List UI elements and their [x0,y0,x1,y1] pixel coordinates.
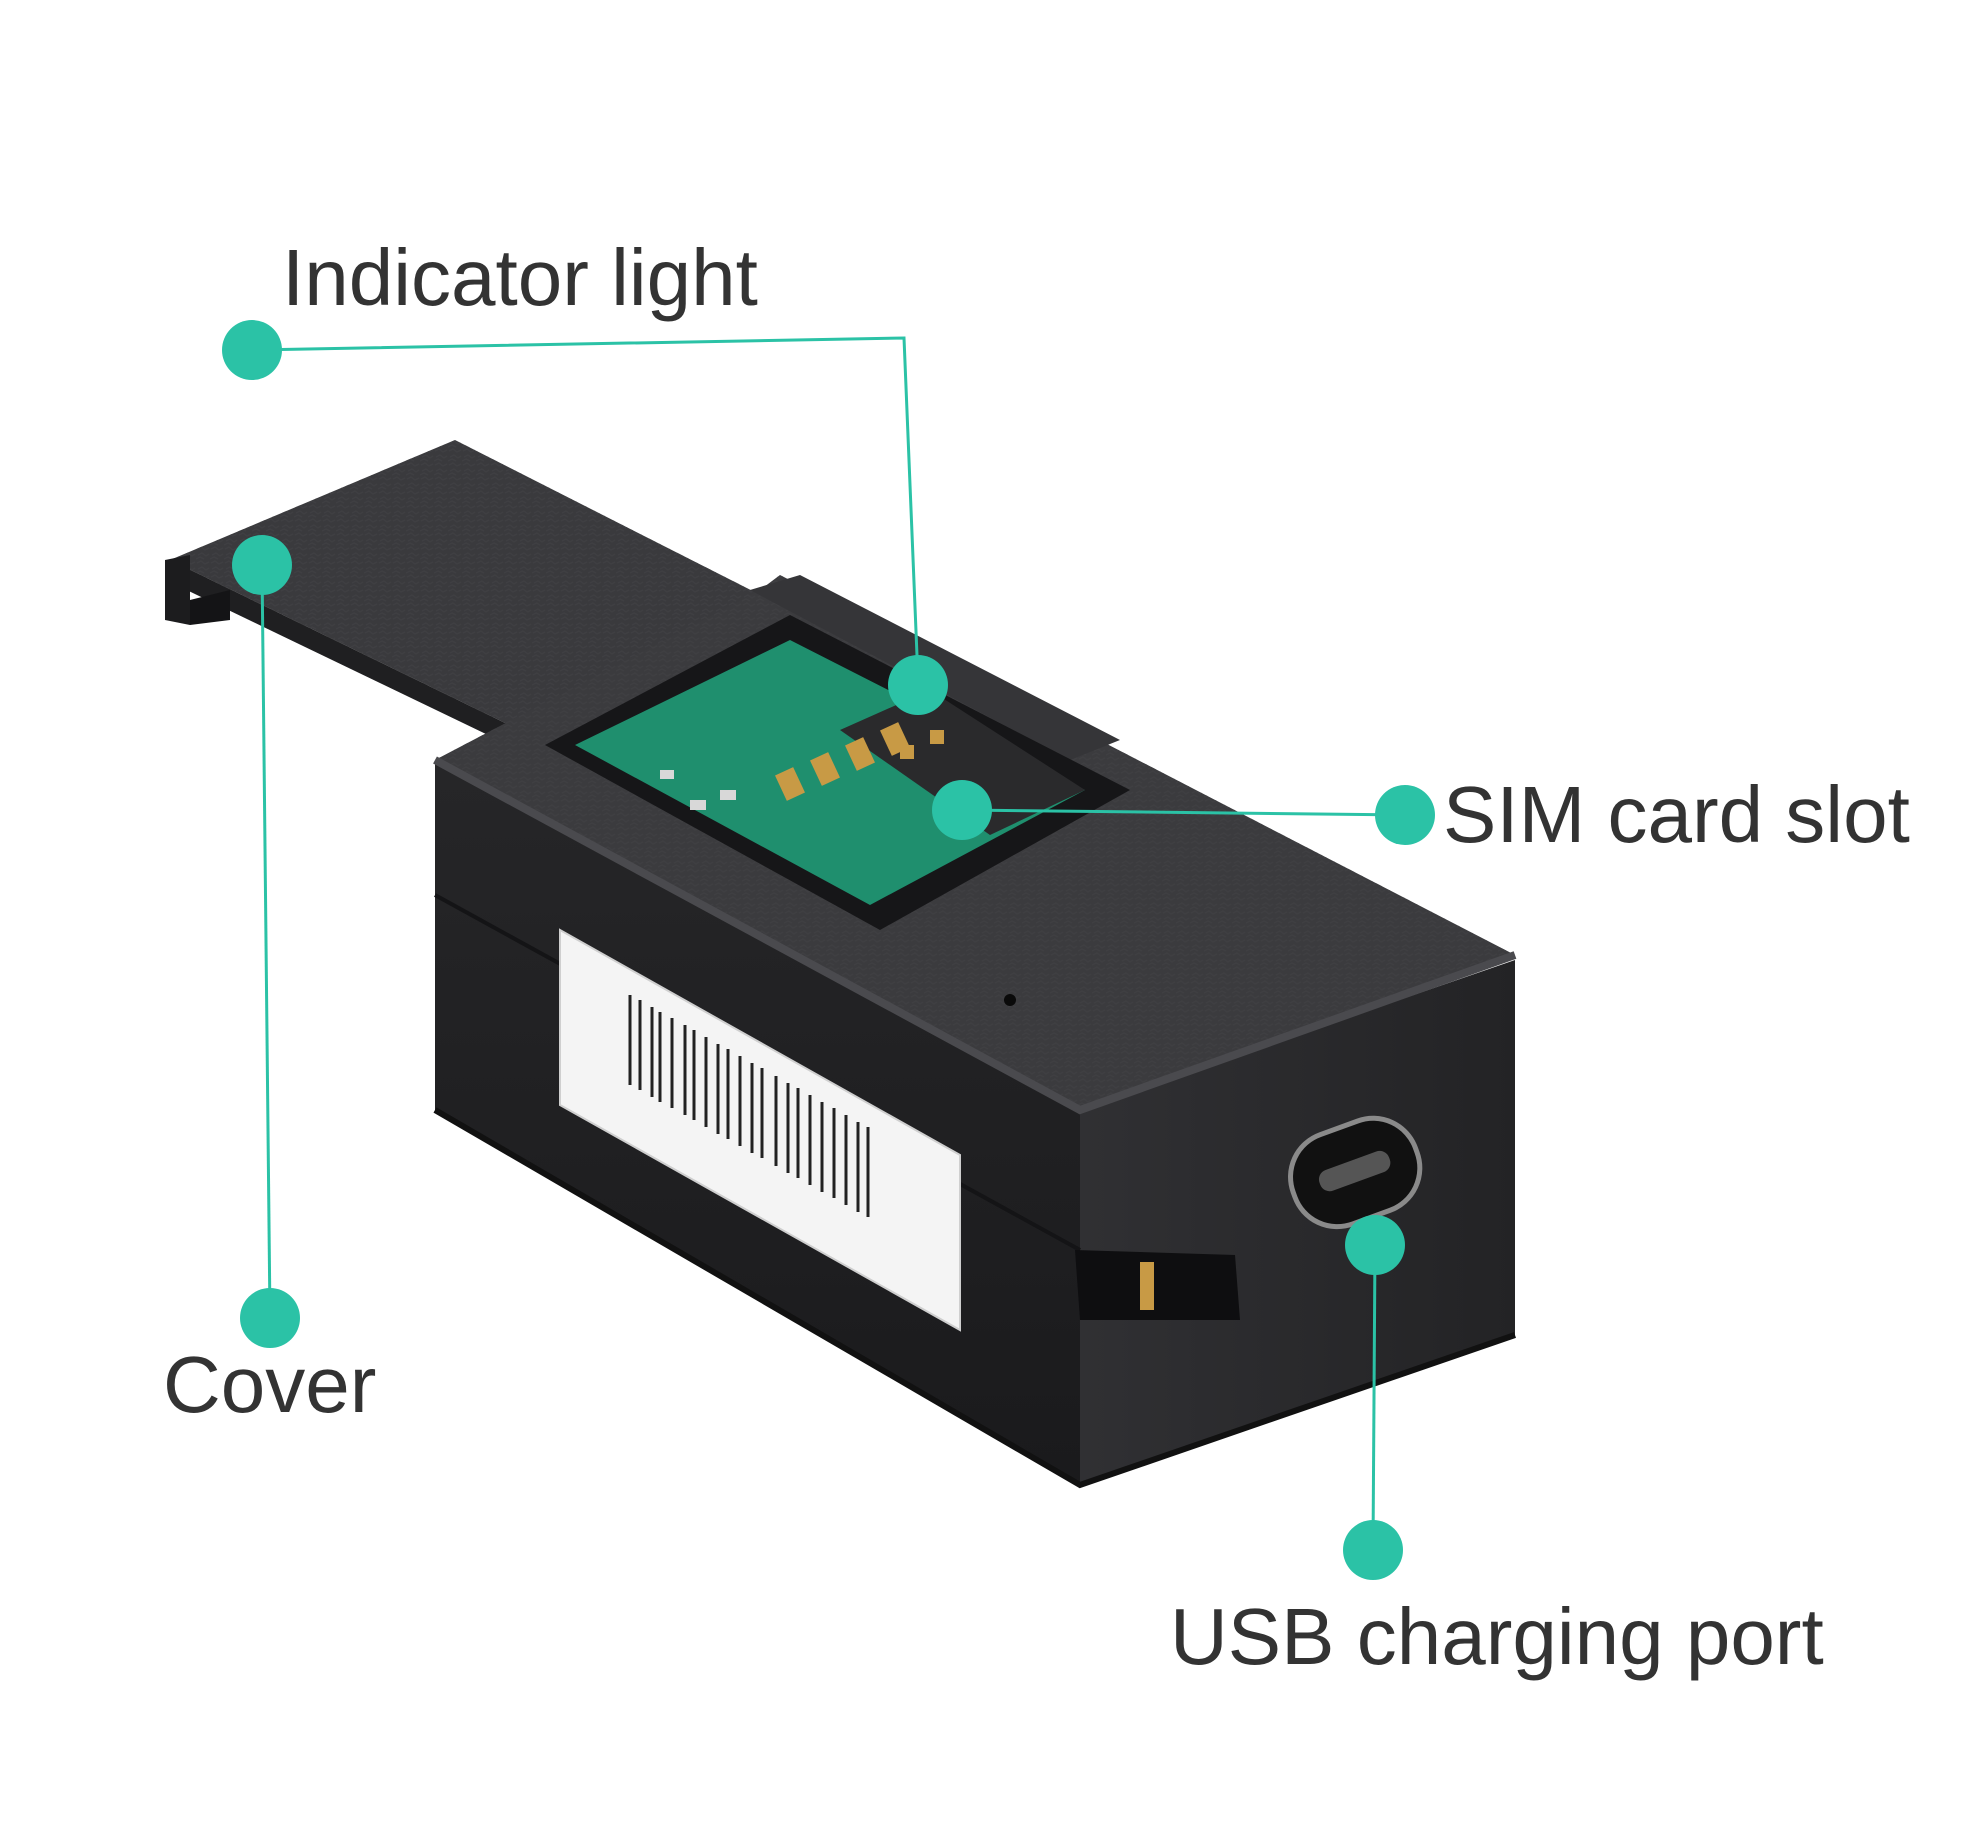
callout-dots [222,320,1435,1580]
dot-indicator-start [222,320,282,380]
dot-sim-end [1375,785,1435,845]
usb-charging-port-label: USB charging port [1170,1592,1824,1681]
usb-c-port [1288,1115,1423,1230]
dot-usb-start [1345,1215,1405,1275]
indicator-light-label: Indicator light [282,233,758,322]
cover-label: Cover [163,1340,377,1429]
sim-card-slot-label: SIM card slot [1443,770,1910,859]
dot-cover-end [240,1288,300,1348]
dot-cover-start [232,535,292,595]
callout-lines [251,336,1406,1551]
dot-sim-start [932,780,992,840]
dot-usb-end [1343,1520,1403,1580]
barcode-sticker [559,928,961,1332]
dot-indicator-end [888,655,948,715]
side-recess [1075,1250,1240,1320]
